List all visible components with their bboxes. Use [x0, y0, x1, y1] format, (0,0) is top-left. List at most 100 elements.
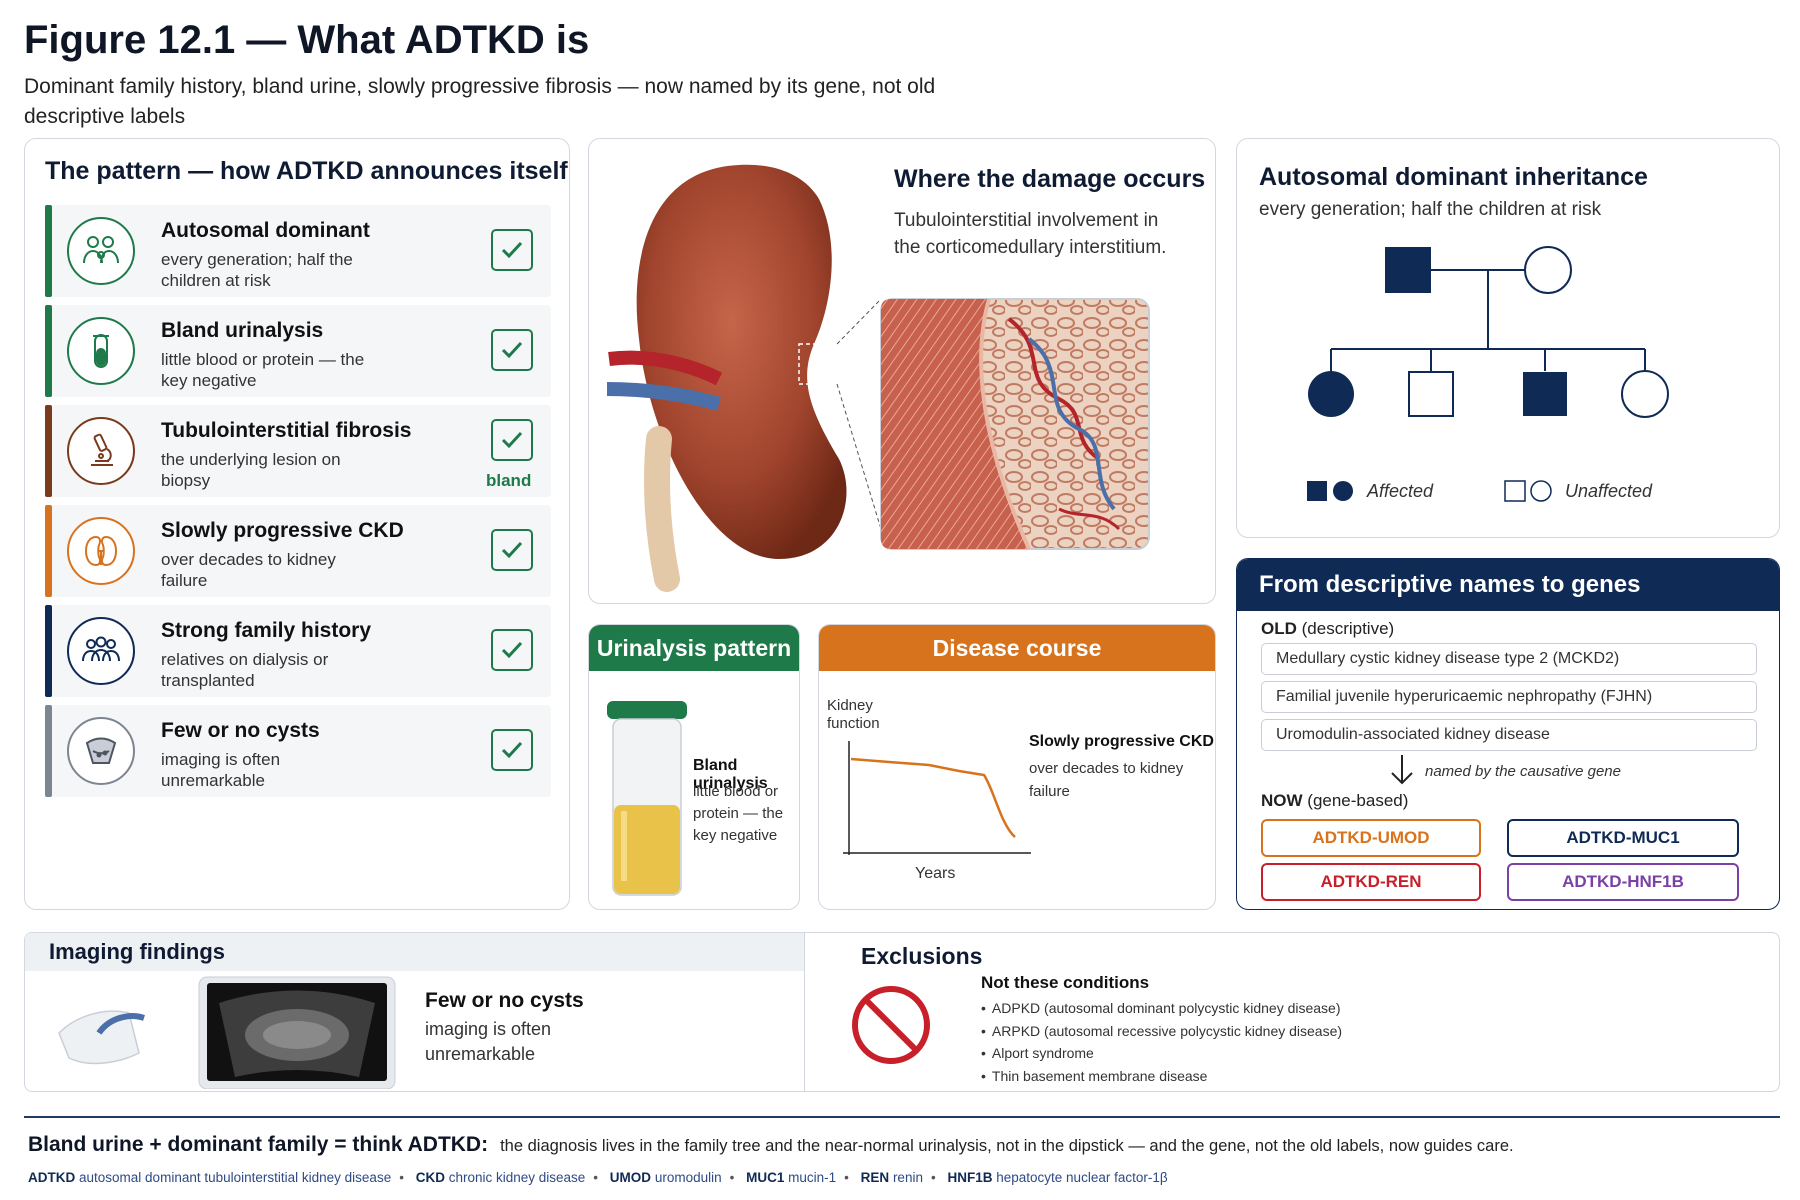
checkmark-icon — [491, 229, 533, 271]
row-accent-bar — [45, 305, 52, 397]
kidney-desc: Tubulointerstitial involvement in the co… — [894, 210, 1167, 258]
urine-cup-icon — [607, 701, 687, 896]
kidney-icon — [67, 517, 135, 585]
pattern-row-fibrosis: Tubulointerstitial fibrosis the underlyi… — [45, 405, 551, 497]
old-name-fjhn: Familial juvenile hyperuricaemic nephrop… — [1261, 681, 1757, 713]
exclusion-item: Thin basement membrane disease — [981, 1065, 1342, 1088]
pattern-row-title: Autosomal dominant — [161, 219, 370, 242]
course-y-axis-label: Kidney function — [827, 697, 880, 732]
pattern-row-few-cysts: Few or no cysts imaging is often unremar… — [45, 705, 551, 797]
affected-son — [1523, 372, 1567, 416]
footer-takeaway: Bland urine + dominant family = think AD… — [28, 1133, 1514, 1156]
imaging-desc: imaging is often unremarkable — [425, 1019, 552, 1064]
bland-tag: bland — [486, 471, 532, 490]
row-accent-bar — [45, 605, 52, 697]
pattern-row-slow-ckd: Slowly progressive CKD over decades to k… — [45, 505, 551, 597]
legend-affected-label: Affected — [1367, 481, 1434, 501]
legend-unaffected-circle — [1530, 480, 1552, 502]
page-subtitle: Dominant family history, bland urine, sl… — [24, 75, 936, 128]
inheritance-title: Autosomal dominant inheritance — [1259, 163, 1648, 191]
ultrasound-probe — [58, 1010, 140, 1065]
page-title: Figure 12.1 — What ADTKD is — [24, 18, 590, 62]
kidney-shape — [636, 164, 847, 559]
checkmark-icon — [491, 419, 533, 461]
unaffected-daughter — [1621, 370, 1669, 418]
row-accent-bar — [45, 705, 52, 797]
course-desc: over decades to kidney failure — [1029, 760, 1184, 800]
exclusions-panel: Exclusions Not these conditions ADPKD (a… — [804, 932, 1780, 1092]
checkmark-icon — [491, 529, 533, 571]
arrow-down-icon — [1391, 755, 1413, 785]
exclusions-subtitle: Not these conditions — [981, 973, 1150, 992]
pattern-row-desc: little blood or protein — the key negati… — [161, 350, 365, 390]
disease-course-panel: Disease course Kidney function Years Slo… — [818, 624, 1216, 910]
gene-umod: ADTKD-UMOD — [1261, 819, 1481, 857]
pattern-row-title: Few or no cysts — [161, 719, 320, 742]
microscope-icon — [67, 417, 135, 485]
old-name-mckd2: Medullary cystic kidney disease type 2 (… — [1261, 643, 1757, 675]
legend-affected-square — [1307, 481, 1327, 501]
pattern-row-title: Bland urinalysis — [161, 319, 324, 342]
course-decline-line — [850, 757, 1016, 838]
pattern-row-desc: the underlying lesion on biopsy — [161, 450, 341, 490]
now-label: NOW (gene-based) — [1261, 791, 1409, 810]
arrow-note: named by the causative gene — [1425, 763, 1621, 780]
renal-artery — [608, 350, 723, 386]
kidney-illustration — [606, 164, 1150, 592]
urinalysis-label: Bland urinalysis — [693, 757, 768, 792]
urinalysis-title: Urinalysis pattern — [589, 625, 799, 671]
row-accent-bar — [45, 505, 52, 597]
legend-unaffected-label: Unaffected — [1565, 481, 1653, 501]
genes-title: From descriptive names to genes — [1237, 559, 1779, 611]
prohibited-icon — [852, 986, 930, 1064]
pattern-row-title: Tubulointerstitial fibrosis — [161, 419, 412, 442]
pattern-panel: The pattern — how ADTKD announces itself… — [24, 138, 570, 910]
pattern-title: The pattern — how ADTKD announces itself — [45, 157, 568, 185]
pattern-row-desc: every generation; half the children at r… — [161, 250, 353, 290]
test-tube-icon — [67, 317, 135, 385]
zoom-box — [798, 343, 838, 385]
row-accent-bar — [45, 205, 52, 297]
pattern-row-desc: imaging is often unremarkable — [161, 750, 281, 790]
abbreviations-line: ADTKD autosomal dominant tubulointerstit… — [28, 1170, 1168, 1185]
course-title: Disease course — [819, 625, 1215, 671]
ureter — [644, 426, 680, 592]
family-icon — [67, 217, 135, 285]
legend-affected-circle — [1333, 481, 1353, 501]
kidney-panel: Where the damage occurs Tubulointerstiti… — [588, 138, 1216, 604]
urinalysis-panel: Urinalysis pattern Bland urinalysis litt… — [588, 624, 800, 910]
checkmark-icon — [491, 729, 533, 771]
exclusion-item: ADPKD (autosomal dominant polycystic kid… — [981, 997, 1342, 1020]
unaffected-mother — [1524, 246, 1572, 294]
unaffected-son — [1408, 371, 1454, 417]
exclusions-list: ADPKD (autosomal dominant polycystic kid… — [981, 997, 1342, 1087]
imaging-panel: Imaging findings Few or no cysts imaging… — [24, 932, 804, 1092]
imaging-label: Few or no cysts — [425, 989, 584, 1012]
affected-father — [1385, 247, 1431, 293]
course-x-axis-label: Years — [915, 865, 956, 882]
old-label: OLD (descriptive) — [1261, 619, 1395, 638]
row-accent-bar — [45, 405, 52, 497]
gene-ren: ADTKD-REN — [1261, 863, 1481, 901]
pattern-row-title: Slowly progressive CKD — [161, 519, 404, 542]
pattern-row-title: Strong family history — [161, 619, 372, 642]
pattern-row-family-history: Strong family history relatives on dialy… — [45, 605, 551, 697]
imaging-title: Imaging findings — [25, 933, 804, 971]
affected-daughter — [1308, 371, 1354, 417]
pattern-row-bland-urinalysis: Bland urinalysis little blood or protein… — [45, 305, 551, 397]
renal-vein — [606, 382, 721, 411]
exclusions-title: Exclusions — [861, 943, 983, 969]
urinalysis-desc: little blood or protein — the key negati… — [693, 783, 784, 844]
inheritance-panel: Autosomal dominant inheritance every gen… — [1236, 138, 1780, 538]
checkmark-icon — [491, 629, 533, 671]
inheritance-subtitle: every generation; half the children at r… — [1259, 199, 1602, 220]
old-name-uromodulin: Uromodulin-associated kidney disease — [1261, 719, 1757, 751]
pedigree-chart — [1307, 246, 1669, 502]
exclusion-item: Alport syndrome — [981, 1042, 1342, 1065]
pattern-row-autosomal: Autosomal dominant every generation; hal… — [45, 205, 551, 297]
ultrasound-illustration — [58, 976, 396, 1089]
legend-unaffected-square — [1504, 480, 1526, 502]
kidney-title: Where the damage occurs — [894, 165, 1206, 193]
footer-divider — [24, 1116, 1780, 1118]
pattern-row-desc: relatives on dialysis or transplanted — [161, 650, 329, 690]
